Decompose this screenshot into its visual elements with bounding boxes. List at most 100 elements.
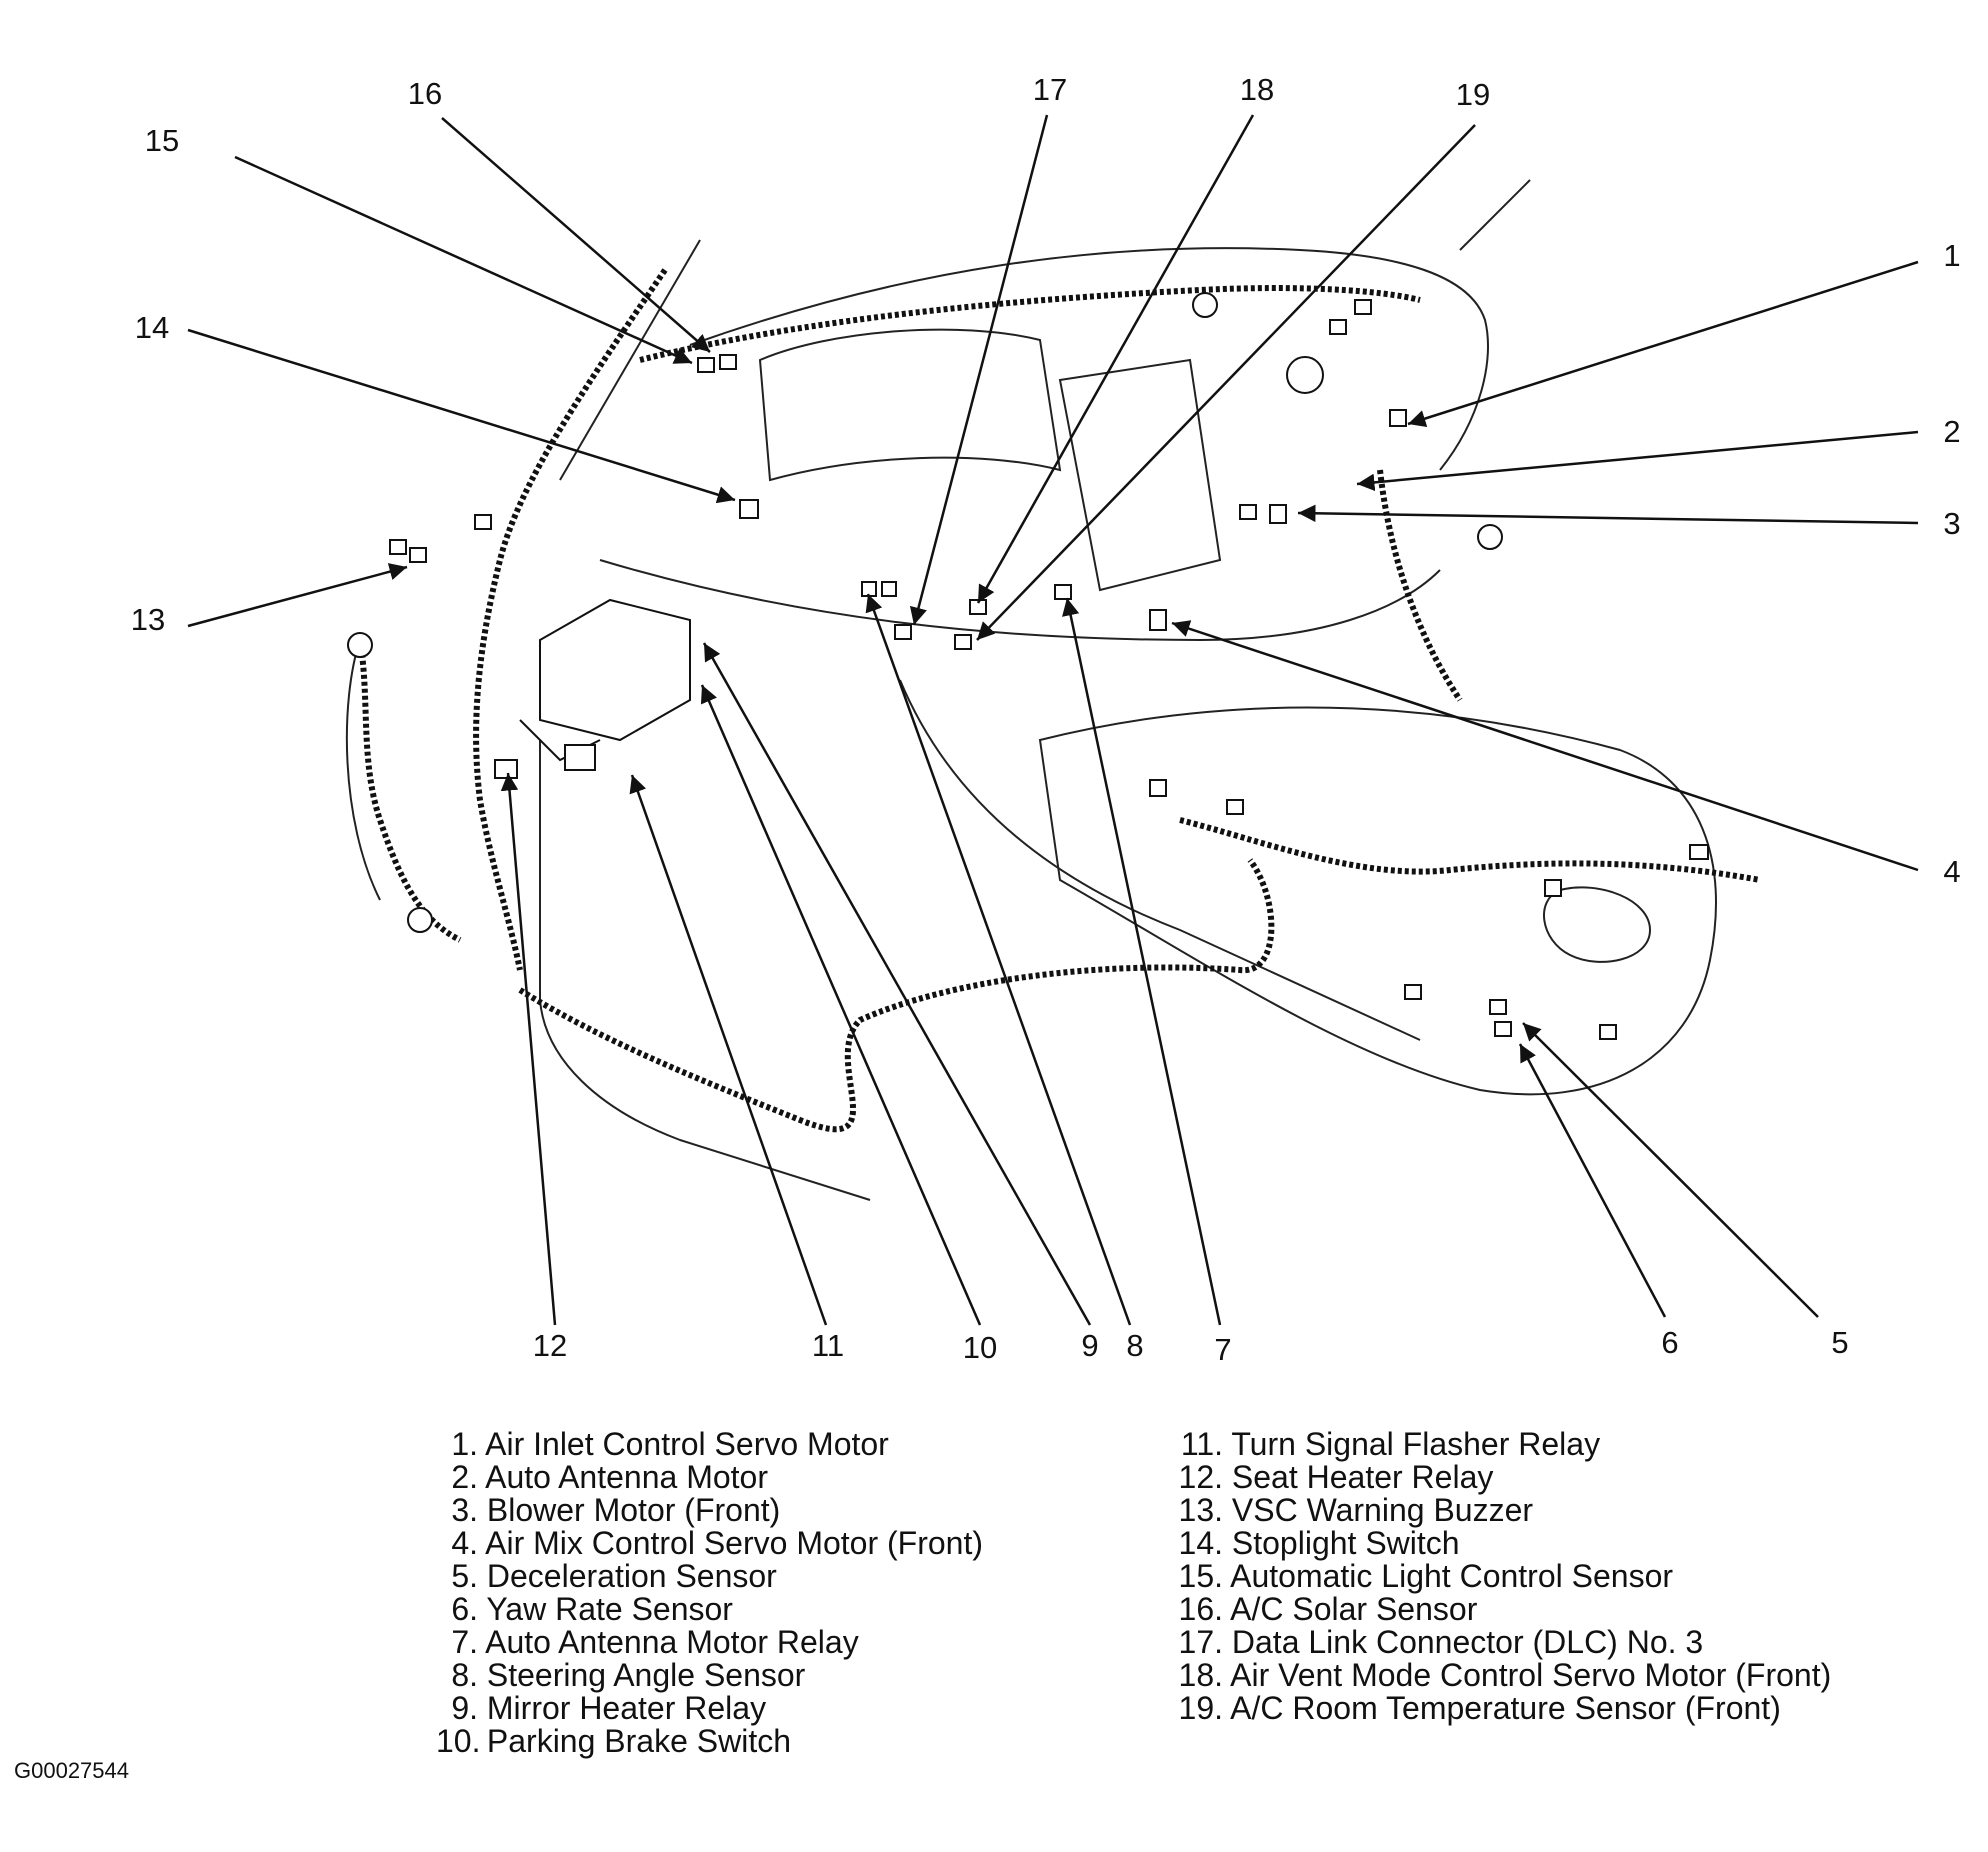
connector (739, 499, 759, 519)
connector (1239, 504, 1257, 520)
legend-text: Steering Angle Sensor (486, 1657, 806, 1693)
legend-text: Auto Antenna Motor Relay (485, 1624, 859, 1660)
legend-item: 17. Data Link Connector (DLC) No. 3 (1174, 1624, 1704, 1660)
callout-1: 1 (1943, 238, 1960, 273)
legend-item: 8. Steering Angle Sensor (436, 1659, 805, 1692)
legend-number: 17. (1178, 1624, 1223, 1660)
legend-item: 14. Stoplight Switch (1174, 1527, 1460, 1560)
windshield-pillar-left (559, 239, 701, 481)
connector (1054, 584, 1072, 600)
legend-text: Data Link Connector (DLC) No. 3 (1231, 1624, 1704, 1660)
legend-text: Deceleration Sensor (486, 1558, 777, 1594)
callout-11: 11 (812, 1328, 844, 1363)
callout-18: 18 (1240, 72, 1274, 107)
connector (1404, 984, 1422, 1000)
callout-5: 5 (1831, 1325, 1848, 1360)
connector (494, 759, 518, 779)
leader-line-17 (909, 114, 1049, 626)
center-console (1038, 706, 1717, 1096)
figure-id: G00027544 (14, 1758, 129, 1783)
legend-item: 7. Auto Antenna Motor Relay (436, 1624, 859, 1660)
legend-item: 4. Air Mix Control Servo Motor (Front) (436, 1527, 983, 1560)
grommets (347, 292, 1503, 933)
leader-line-8 (865, 593, 1132, 1326)
legend-number: 8. (451, 1657, 478, 1693)
leader-line-5 (1522, 1022, 1819, 1318)
leader-line-7 (1062, 597, 1222, 1326)
grommet (1286, 356, 1324, 394)
legend-item: 6. Yaw Rate Sensor (436, 1593, 733, 1626)
legend-number: 4. (451, 1525, 478, 1561)
floor-line-center (899, 679, 1421, 1041)
leader-line-12 (500, 772, 557, 1326)
connector (1544, 879, 1562, 897)
legend-text: A/C Solar Sensor (1230, 1591, 1478, 1627)
legend-number: 1. (451, 1426, 478, 1462)
door-sill (345, 639, 381, 901)
dash-lower-edge (599, 559, 1441, 642)
connector (474, 514, 492, 530)
callout-9: 9 (1081, 1328, 1098, 1363)
grommet (1477, 524, 1503, 550)
grommet (347, 632, 373, 658)
connector (697, 357, 715, 373)
leader-line-6 (1518, 1043, 1667, 1318)
center-stack (1058, 358, 1222, 592)
legend-item: 9. Mirror Heater Relay (436, 1692, 766, 1725)
harness-right (1377, 469, 1463, 702)
connector (409, 547, 427, 563)
leader-line-4 (1171, 620, 1919, 872)
callout-16: 16 (408, 76, 442, 111)
legend-number: 7. (451, 1624, 478, 1660)
leader-line-11 (629, 774, 828, 1326)
harness-floor (518, 858, 1275, 1133)
callout-2: 2 (1943, 414, 1960, 449)
cup-holder (1543, 886, 1652, 963)
legend-item: 13. VSC Warning Buzzer (1174, 1494, 1534, 1527)
leader-line-3 (1297, 504, 1919, 525)
connector (1149, 609, 1167, 631)
legend-text: Yaw Rate Sensor (486, 1591, 733, 1627)
connector (1389, 409, 1407, 427)
callout-8: 8 (1126, 1328, 1143, 1363)
floor-line-left (539, 740, 871, 1201)
connectors (389, 299, 1709, 1040)
callout-14: 14 (135, 310, 169, 345)
legend-text: Air Vent Mode Control Servo Motor (Front… (1230, 1657, 1832, 1693)
harness-console (1179, 817, 1761, 883)
legend-item: 5. Deceleration Sensor (436, 1560, 777, 1593)
connector (954, 634, 972, 650)
connector (1329, 319, 1347, 335)
legend-number: 18. (1178, 1657, 1223, 1693)
vehicle-interior-outline (345, 179, 1717, 1201)
leader-line-13 (187, 563, 408, 628)
legend-number: 2. (451, 1459, 478, 1495)
grommet (1192, 292, 1218, 318)
legend-number: 19. (1178, 1690, 1223, 1726)
connector (1149, 779, 1167, 797)
connector (1226, 799, 1244, 815)
callout-4: 4 (1943, 854, 1960, 889)
windshield-pillar-right (1459, 179, 1531, 251)
grommet (407, 907, 433, 933)
connector (1489, 999, 1507, 1015)
instrument-cluster (758, 328, 1062, 482)
leader-line-2 (1356, 430, 1919, 492)
callout-19: 19 (1456, 77, 1490, 112)
leader-line-14 (187, 328, 736, 504)
legend-item: 1. Air Inlet Control Servo Motor (436, 1428, 889, 1461)
callout-7: 7 (1214, 1332, 1231, 1367)
callout-labels: 1 2 3 4 5 6 7 8 9 10 11 12 13 14 15 16 1… (131, 72, 1961, 1367)
legend-text: Air Inlet Control Servo Motor (485, 1426, 889, 1462)
legend-number: 16. (1178, 1591, 1223, 1627)
legend-number: 15. (1178, 1558, 1223, 1594)
legend-item: 18. Air Vent Mode Control Servo Motor (F… (1174, 1657, 1832, 1693)
leader-line-16 (441, 117, 711, 353)
callout-3: 3 (1943, 506, 1960, 541)
legend-text: Turn Signal Flasher Relay (1231, 1426, 1601, 1462)
leader-line-15 (234, 155, 693, 365)
legend-number: 9. (451, 1690, 478, 1726)
legend-item: 2. Auto Antenna Motor (436, 1461, 768, 1494)
callout-12: 12 (533, 1328, 567, 1363)
